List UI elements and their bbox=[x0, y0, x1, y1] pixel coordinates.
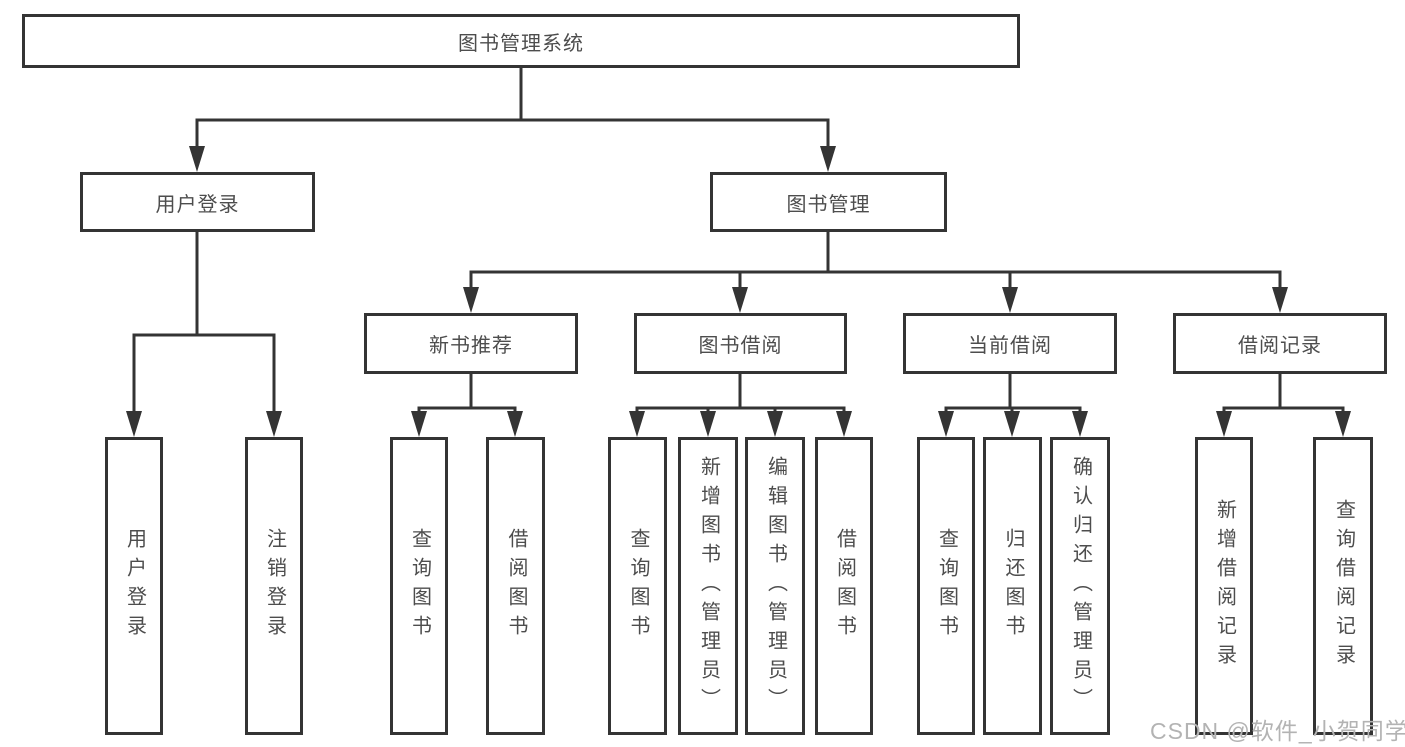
leaf-recd-query-record-label: 查询借阅记录 bbox=[1332, 499, 1355, 673]
leaf-cur-return-book: 归还图书 bbox=[983, 437, 1042, 735]
leaf-cur-confirm-return-admin-label: 确认归还（管理员） bbox=[1069, 455, 1092, 717]
node-user-login: 用户登录 bbox=[80, 172, 315, 232]
leaf-bor-query-book: 查询图书 bbox=[608, 437, 667, 735]
leaf-bor-query-book-label: 查询图书 bbox=[627, 528, 649, 644]
leaf-recd-add-record-label: 新增借阅记录 bbox=[1213, 499, 1236, 673]
leaf-logout: 注销登录 bbox=[245, 437, 303, 735]
arrowheads bbox=[126, 146, 1351, 437]
leaf-cur-query-book: 查询图书 bbox=[917, 437, 975, 735]
connector-stems bbox=[132, 66, 1345, 419]
node-book-management-label: 图书管理 bbox=[786, 193, 871, 216]
leaf-bor-edit-book-admin: 编辑图书（管理员） bbox=[745, 437, 805, 735]
leaf-cur-confirm-return-admin: 确认归还（管理员） bbox=[1050, 437, 1110, 735]
leaf-bor-borrow-book: 借阅图书 bbox=[815, 437, 873, 735]
leaf-recd-add-record: 新增借阅记录 bbox=[1195, 437, 1253, 735]
node-book-borrowing-label: 图书借阅 bbox=[698, 335, 783, 357]
leaf-rec-borrow-book-label: 借阅图书 bbox=[505, 528, 527, 644]
leaf-bor-add-book-admin: 新增图书（管理员） bbox=[678, 437, 738, 735]
leaf-bor-add-book-admin-label: 新增图书（管理员） bbox=[697, 455, 720, 717]
csdn-watermark: CSDN @软件_小贺同学 bbox=[1150, 718, 1405, 744]
node-new-book-recommendation: 新书推荐 bbox=[364, 313, 578, 374]
leaf-user-login: 用户登录 bbox=[105, 437, 163, 735]
node-new-book-recommendation-label: 新书推荐 bbox=[429, 335, 513, 357]
leaf-rec-query-book-label: 查询图书 bbox=[408, 528, 431, 644]
leaf-bor-borrow-book-label: 借阅图书 bbox=[833, 528, 856, 644]
node-current-borrowing-label: 当前借阅 bbox=[968, 335, 1052, 357]
leaf-logout-label: 注销登录 bbox=[263, 528, 286, 644]
node-root-label: 图书管理系统 bbox=[458, 32, 584, 55]
leaf-recd-query-record: 查询借阅记录 bbox=[1313, 437, 1373, 735]
node-book-management: 图书管理 bbox=[710, 172, 947, 232]
leaf-bor-edit-book-admin-label: 编辑图书（管理员） bbox=[764, 455, 787, 717]
leaf-user-login-label: 用户登录 bbox=[123, 528, 146, 644]
leaf-rec-borrow-book: 借阅图书 bbox=[486, 437, 545, 735]
leaf-cur-return-book-label: 归还图书 bbox=[1002, 528, 1024, 644]
leaf-cur-query-book-label: 查询图书 bbox=[935, 528, 958, 644]
node-current-borrowing: 当前借阅 bbox=[903, 313, 1117, 374]
leaf-rec-query-book: 查询图书 bbox=[390, 437, 448, 735]
node-borrowing-records: 借阅记录 bbox=[1173, 313, 1387, 374]
node-borrowing-records-label: 借阅记录 bbox=[1238, 335, 1322, 357]
node-root: 图书管理系统 bbox=[22, 14, 1020, 68]
node-user-login-label: 用户登录 bbox=[155, 193, 240, 216]
node-book-borrowing: 图书借阅 bbox=[634, 313, 847, 374]
